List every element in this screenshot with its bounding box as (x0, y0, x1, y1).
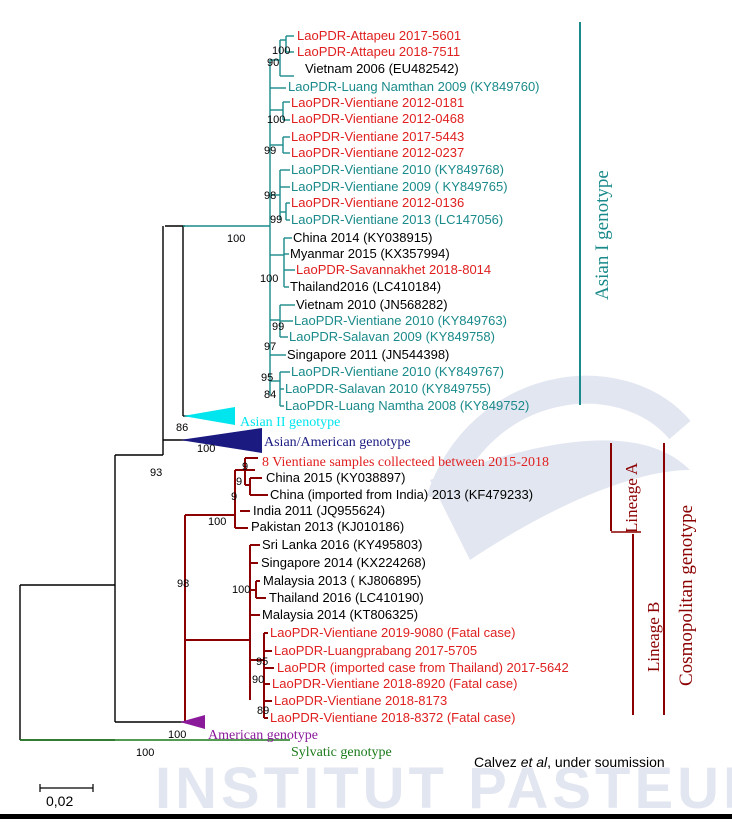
taxon-label-4: LaoPDR-Luang Namthan 2009 (KY849760) (288, 79, 540, 94)
bootstrap-value: 86 (176, 422, 188, 434)
taxon-label-20: Singapore 2011 (JN544398) (287, 347, 449, 362)
taxon-label-1: LaoPDR-Attapeu 2017-5601 (297, 28, 461, 43)
taxon-label-13: China 2014 (KY038915) (293, 230, 433, 245)
bootstrap-value: 99 (270, 214, 282, 226)
bootstrap-value: 100 (232, 584, 250, 596)
taxon-label-19: LaoPDR-Salavan 2009 (KY849758) (289, 329, 495, 344)
taxon-label-34: Thailand 2016 (LC410190) (269, 590, 424, 605)
watermark-institut-pasteur-logo: INSTITUT PASTEUR DU LAOS (155, 375, 732, 821)
taxon-label-27: China 2015 (KY038897) (266, 470, 406, 485)
citation-etal: et al (521, 754, 548, 770)
bootstrap-value: 100 (197, 443, 215, 455)
taxon-label-18: LaoPDR-Vientiane 2010 (KY849763) (294, 313, 507, 328)
taxon-label-37: LaoPDR-Luangprabang 2017-5705 (274, 643, 477, 658)
taxon-label-39: LaoPDR-Vientiane 2018-8920 (Fatal case) (272, 676, 517, 691)
taxon-label-5: LaoPDR-Vientiane 2012-0181 (291, 95, 464, 110)
watermark-text: INSTITUT PASTEUR DU LAOS (155, 756, 732, 821)
bootstrap-value: 90 (267, 57, 279, 69)
taxon-label-7: LaoPDR-Vientiane 2017-5443 (291, 129, 464, 144)
taxon-label-40: LaoPDR-Vientiane 2018-8173 (274, 693, 447, 708)
bootstrap-value: 95 (256, 656, 268, 668)
taxon-label-14: Myanmar 2015 (KX357994) (290, 246, 450, 261)
citation-status: , under soumission (547, 754, 665, 770)
bootstrap-value: 9 (242, 461, 248, 473)
taxon-label-26: 8 Vientiane samples collecteed between 2… (262, 455, 549, 470)
watermark-swoosh (430, 440, 690, 560)
taxon-label-38: LaoPDR (imported case from Thailand) 201… (277, 660, 569, 675)
taxon-label-8: LaoPDR-Vientiane 2012-0237 (291, 145, 464, 160)
bootstrap-value: 90 (252, 674, 264, 686)
bootstrap-value: 98 (177, 578, 189, 590)
bootstrap-value: 100 (168, 729, 186, 741)
bootstrap-value: 84 (264, 389, 276, 401)
bootstrap-value: 100 (136, 747, 154, 759)
bootstrap-value: 9 (236, 476, 242, 488)
taxon-label-30: Pakistan 2013 (KJ010186) (251, 519, 404, 534)
taxon-label-9: LaoPDR-Vientiane 2010 (KY849768) (291, 162, 504, 177)
taxon-label-31: Sri Lanka 2016 (KY495803) (262, 537, 422, 552)
taxon-label-16: Thailand2016 (LC410184) (290, 279, 441, 294)
taxon-label-43: Sylvatic genotype (291, 745, 392, 760)
bootstrap-value: 100 (272, 45, 290, 57)
collapsed-clades (180, 407, 262, 729)
taxon-label-11: LaoPDR-Vientiane 2012-0136 (291, 195, 464, 210)
taxon-label-33: Malaysia 2013 ( KJ806895) (263, 573, 421, 588)
bootstrap-value: 100 (260, 273, 278, 285)
lineageB-label: Lineage B (644, 602, 663, 672)
taxon-label-36: LaoPDR-Vientiane 2019-9080 (Fatal case) (270, 625, 515, 640)
bootstrap-value: 89 (257, 705, 269, 717)
citation-authors: Calvez (474, 754, 521, 770)
asian2-triangle (183, 407, 235, 425)
taxon-label-25: Asian/American genotype (264, 435, 411, 450)
taxon-label-23: LaoPDR-Luang Namtha 2008 (KY849752) (285, 398, 529, 413)
taxon-label-32: Singapore 2014 (KX224268) (261, 555, 426, 570)
bootstrap-value: 95 (261, 372, 273, 384)
bootstrap-value: 100 (227, 233, 245, 245)
lineageA-label: Lineage A (622, 462, 641, 533)
watermark-arc (426, 375, 691, 505)
asian1-label: Asian I genotype (592, 170, 613, 300)
bootstrap-value: 98 (264, 190, 276, 202)
taxon-label-15: LaoPDR-Savannakhet 2018-8014 (296, 262, 491, 277)
asian-american-triangle (180, 428, 262, 453)
bootstrap-value: 97 (264, 341, 276, 353)
taxon-label-41: LaoPDR-Vientiane 2018-8372 (Fatal case) (270, 710, 515, 725)
bootstrap-value: 99 (272, 321, 284, 333)
taxon-label-10: LaoPDR-Vientiane 2009 ( KY849765) (291, 179, 508, 194)
citation: Calvez et al, under soumission (474, 754, 665, 770)
taxon-label-35: Malaysia 2014 (KT806325) (262, 607, 418, 622)
american-triangle (180, 715, 205, 729)
taxon-label-28: China (imported from India) 2013 (KF4792… (270, 487, 533, 502)
taxon-label-6: LaoPDR-Vientiane 2012-0468 (291, 111, 464, 126)
bottom-rule (0, 814, 732, 819)
bootstrap-value: 99 (264, 145, 276, 157)
cosmopolitan-label: Cosmopolitan genotype (676, 505, 697, 686)
taxon-label-29: India 2011 (JQ955624) (253, 503, 385, 518)
tree-branches (19, 35, 295, 741)
bootstrap-value: 100 (208, 516, 226, 528)
taxon-label-42: American genotype (208, 728, 318, 743)
taxon-label-21: LaoPDR-Vientiane 2010 (KY849767) (291, 364, 504, 379)
bootstrap-value: 100 (267, 114, 285, 126)
taxon-label-17: Vietnam 2010 (JN568282) (296, 297, 448, 312)
taxon-label-24: Asian II genotype (240, 415, 340, 430)
taxon-label-3: Vietnam 2006 (EU482542) (305, 61, 459, 76)
bootstrap-value: 93 (150, 467, 162, 479)
taxon-label-2: LaoPDR-Attapeu 2018-7511 (297, 44, 460, 59)
scale-bar-label: 0,02 (46, 793, 73, 809)
taxon-label-22: LaoPDR-Salavan 2010 (KY849755) (285, 381, 491, 396)
bootstrap-value: 9 (231, 491, 237, 503)
taxon-label-12: LaoPDR-Vientiane 2013 (LC147056) (291, 212, 503, 227)
